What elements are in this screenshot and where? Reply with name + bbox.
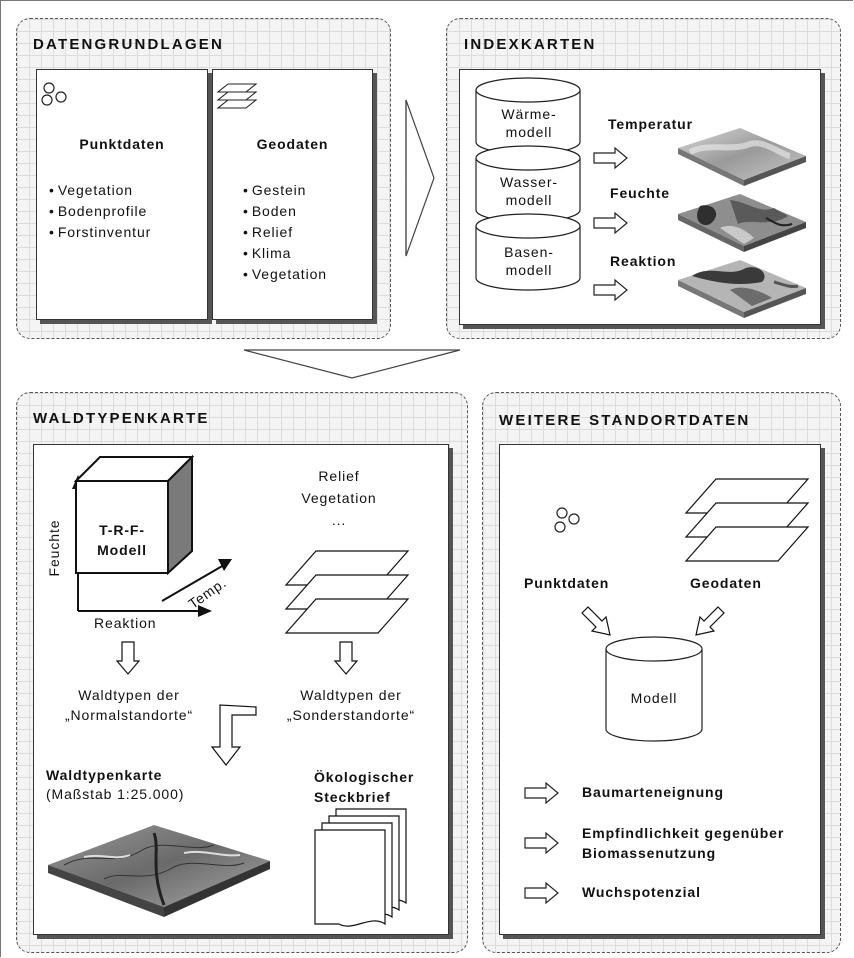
normal-label: Waldtypen der„Normalstandorte“ <box>64 687 194 723</box>
list-item: Gestein <box>243 180 327 201</box>
geodaten-heading: Geodaten <box>256 136 329 152</box>
layers-icon <box>684 478 810 562</box>
layers-icon <box>284 550 410 634</box>
outline-arrow-icon <box>524 781 559 805</box>
index-label-feuchte: Feuchte <box>610 185 670 201</box>
cylinder-label: Wasser-modell <box>500 174 558 208</box>
cylinder-label: Basen-modell <box>504 244 554 278</box>
cylinder-icon <box>475 213 581 291</box>
indexkarten-card: Wärme-modell Wasser-modell Basen-modell <box>459 69 821 325</box>
outline-arrow-icon <box>593 211 628 235</box>
arrow-right-icon <box>405 99 435 257</box>
reaction-map-icon <box>678 260 806 318</box>
outline-arrow-diag-icon <box>581 606 611 636</box>
panel-weitere-standortdaten: WEITERE STANDORTDATEN Punktdaten Geodate… <box>482 392 841 953</box>
document-stack-icon <box>314 808 407 927</box>
panel-title: WEITERE STANDORTDATEN <box>499 412 751 429</box>
map-icon <box>48 825 270 917</box>
axis-label-reaktion: Reaktion <box>94 615 157 631</box>
axis-label-feuchte: Feuchte <box>46 519 62 577</box>
output-baumarteneignung: Baumarteneignung <box>582 784 724 800</box>
panel-waldtypenkarte: WALDTYPENKARTE T-R-F-Modell Feuchte Reak… <box>16 392 468 953</box>
circles-icon <box>554 507 580 533</box>
outline-arrow-down-icon <box>333 641 359 675</box>
list-item: Vegetation <box>243 264 327 285</box>
list-item: Forstinventur <box>49 222 151 243</box>
cube-label: T-R-F-Modell <box>97 522 147 558</box>
layers-labels: Relief Vegetation ... <box>301 468 377 528</box>
punktdaten-list: Vegetation Bodenprofile Forstinventur <box>49 180 151 243</box>
panel-title: INDEXKARTEN <box>464 36 597 53</box>
punktdaten-card: Punktdaten Vegetation Bodenprofile Forst… <box>36 69 208 320</box>
index-label-temperatur: Temperatur <box>608 116 693 132</box>
moisture-map-icon <box>678 194 806 252</box>
sonder-label: Waldtypen der„Sonderstandorte“ <box>286 687 416 723</box>
output-wuchspotenzial: Wuchspotenzial <box>582 884 701 900</box>
geodaten-card: Geodaten Gestein Boden Relief Klima Vege… <box>212 69 373 320</box>
cube-icon <box>73 454 195 576</box>
list-item: Boden <box>243 201 327 222</box>
waldtypenkarte-card: T-R-F-Modell Feuchte Reaktion Temp. Reli… <box>33 444 449 935</box>
panel-title: WALDTYPENKARTE <box>33 410 210 427</box>
layers-icon <box>216 83 258 109</box>
cylinder-icon <box>475 77 581 155</box>
geodaten-label: Geodaten <box>690 575 762 591</box>
circles-icon <box>41 82 67 106</box>
bent-arrow-icon <box>210 704 257 766</box>
cylinder-icon <box>605 636 703 742</box>
list-item: Klima <box>243 243 327 264</box>
map-scale: (Maßstab 1:25.000) <box>46 786 185 802</box>
map-title: Waldtypenkarte <box>46 767 163 783</box>
cylinder-icon <box>475 145 581 223</box>
outline-arrow-icon <box>524 831 559 855</box>
outline-arrow-icon <box>593 146 628 170</box>
punktdaten-label: Punktdaten <box>524 575 610 591</box>
modell-label: Modell <box>630 690 678 706</box>
outline-arrow-diag-icon <box>695 606 725 636</box>
punktdaten-heading: Punktdaten <box>79 136 165 152</box>
panel-indexkarten: INDEXKARTEN Wärme-modell Wasser-modell B… <box>446 18 841 339</box>
panel-datengrundlagen: DATENGRUNDLAGEN Punktdaten Vegetation Bo… <box>16 18 391 339</box>
index-label-reaktion: Reaktion <box>610 253 677 269</box>
outline-arrow-down-icon <box>115 641 141 675</box>
weitere-card: Punktdaten Geodaten Modell Baumarteneign… <box>499 444 821 935</box>
panel-title: DATENGRUNDLAGEN <box>33 36 225 53</box>
arrow-down-icon <box>243 349 461 379</box>
outline-arrow-icon <box>524 881 559 905</box>
geodaten-list: Gestein Boden Relief Klima Vegetation <box>243 180 327 285</box>
list-item: Bodenprofile <box>49 201 151 222</box>
cylinder-label: Wärme-modell <box>501 106 557 140</box>
list-item: Vegetation <box>49 180 151 201</box>
list-item: Relief <box>243 222 327 243</box>
temperature-map-icon <box>678 128 806 186</box>
outline-arrow-icon <box>593 278 628 302</box>
